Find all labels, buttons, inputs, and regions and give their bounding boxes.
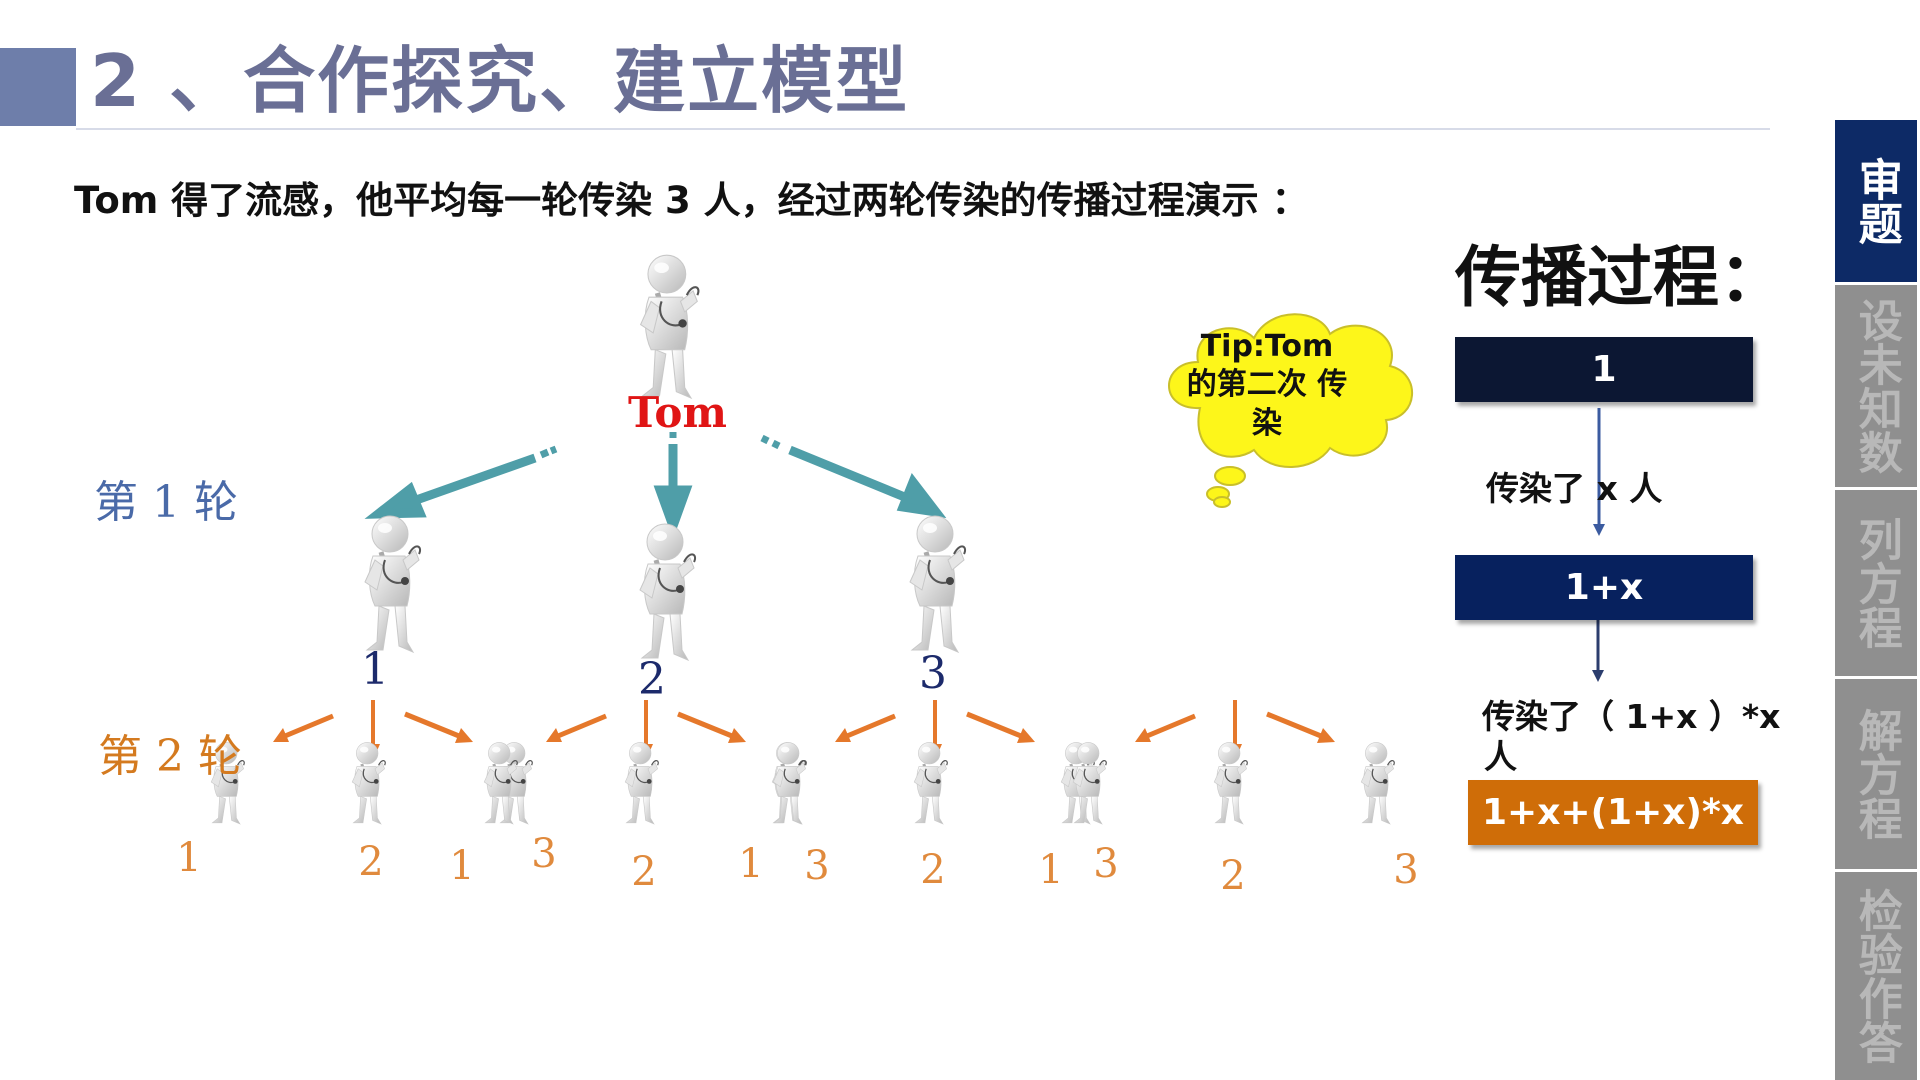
round1-figure-1 bbox=[365, 516, 420, 652]
round1-figure-2 bbox=[640, 524, 695, 660]
round2-figure bbox=[771, 740, 808, 826]
round2-arrow-right bbox=[677, 711, 746, 743]
round2-label: 第 2 轮 bbox=[98, 731, 242, 782]
nav-step-equation-label: 列方程 bbox=[1850, 517, 1902, 649]
round1-figure-3 bbox=[910, 516, 965, 652]
round2-number: 3 bbox=[804, 843, 830, 889]
flow-box-3: 1+x+(1+x)*x bbox=[1468, 780, 1758, 845]
round2-arrow-left bbox=[835, 713, 896, 742]
title-divider bbox=[76, 128, 1770, 130]
side-nav: 审题 设未知数 列方程 解方程 检验作答 bbox=[1835, 120, 1917, 1080]
round2-number: 3 bbox=[531, 831, 557, 877]
nav-step-equation[interactable]: 列方程 bbox=[1835, 490, 1917, 676]
round2-number: 1 bbox=[449, 843, 475, 889]
round2-figure bbox=[350, 740, 387, 826]
round1-number-3: 3 bbox=[919, 648, 947, 699]
round2-arrow-right bbox=[966, 711, 1035, 743]
nav-step-check-label: 检验作答 bbox=[1850, 888, 1902, 1064]
round2-arrow-left bbox=[546, 713, 607, 742]
flow-box-1: 1 bbox=[1455, 337, 1753, 402]
round2-figure bbox=[1071, 740, 1108, 826]
round1-label: 第 1 轮 bbox=[94, 477, 238, 528]
tom-figure bbox=[641, 255, 699, 398]
nav-step-solve-label: 解方程 bbox=[1850, 708, 1902, 840]
intro-text: Tom 得了流感，他平均每一轮传染 3 人，经过两轮传染的传播过程演示 ： bbox=[74, 179, 1309, 222]
round2-arrow-left bbox=[1135, 713, 1196, 742]
nav-step-review-label: 审题 bbox=[1850, 157, 1902, 245]
round2-number: 1 bbox=[738, 841, 764, 887]
round2-arrow-right bbox=[404, 711, 473, 743]
round1-number-2: 2 bbox=[638, 654, 666, 705]
nav-step-unknown[interactable]: 设未知数 bbox=[1835, 285, 1917, 487]
tom-label: Tom bbox=[628, 388, 727, 437]
round2-number: 1 bbox=[176, 835, 202, 881]
tip-text: Tip:Tom 的第二次 传染 bbox=[1186, 329, 1348, 441]
flow-step-1: 传染了 x 人 bbox=[1486, 469, 1663, 508]
round2-arrow-left bbox=[273, 713, 334, 742]
round2-number: 3 bbox=[1093, 841, 1119, 887]
nav-step-solve[interactable]: 解方程 bbox=[1835, 679, 1917, 869]
title-accent-bar bbox=[0, 48, 76, 126]
round2-number: 2 bbox=[1220, 853, 1246, 899]
flow-step-2: 传染了（ 1+x ）*x bbox=[1482, 697, 1781, 736]
round2-number: 2 bbox=[920, 847, 946, 893]
flow-step-2-unit: 人 bbox=[1484, 737, 1517, 776]
round2-figure bbox=[912, 740, 949, 826]
nav-step-unknown-label: 设未知数 bbox=[1850, 298, 1902, 474]
round2-group bbox=[209, 700, 1396, 826]
round2-figure bbox=[623, 740, 660, 826]
round2-number: 1 bbox=[1038, 847, 1064, 893]
round1-number-1: 1 bbox=[361, 644, 389, 695]
nav-step-check[interactable]: 检验作答 bbox=[1835, 872, 1917, 1080]
flow-title: 传播过程： bbox=[1455, 239, 1785, 316]
round2-arrow-right bbox=[1266, 711, 1335, 743]
tip-cloud bbox=[1168, 313, 1414, 508]
round2-number: 2 bbox=[631, 849, 657, 895]
round2-figure bbox=[1359, 740, 1396, 826]
round2-figure bbox=[1212, 740, 1249, 826]
round2-number: 2 bbox=[358, 839, 384, 885]
slide-title: 2 、合作探究、建立模型 bbox=[90, 39, 910, 123]
round1-arrows bbox=[364, 432, 947, 540]
round2-number: 3 bbox=[1393, 847, 1419, 893]
flow-box-2: 1+x bbox=[1455, 555, 1753, 620]
nav-step-review[interactable]: 审题 bbox=[1835, 120, 1917, 282]
